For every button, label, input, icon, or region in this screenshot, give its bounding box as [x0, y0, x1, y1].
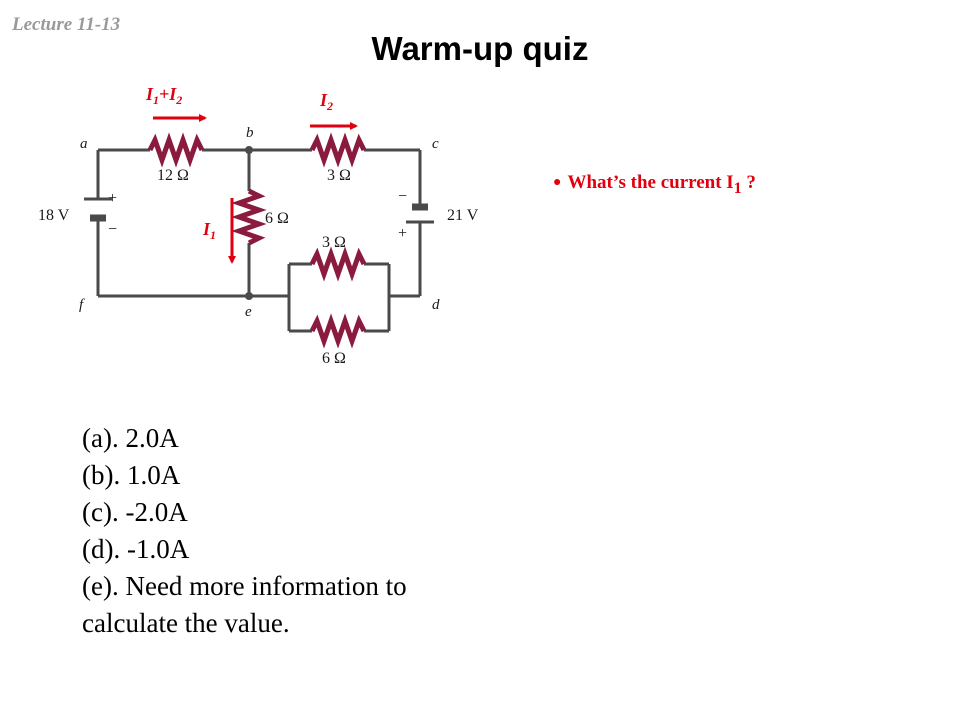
resistor-be: [231, 188, 267, 246]
resistor-ed-bottom: [309, 313, 367, 349]
current-label-ab: I1+I2: [145, 84, 182, 107]
choice-c[interactable]: (c). -2.0A: [82, 497, 188, 527]
node-label-d: d: [432, 297, 440, 313]
wires: [96, 148, 422, 333]
node-dot-b: [245, 146, 253, 154]
battery-left-plus: +: [108, 190, 117, 207]
resistor-be-label: 6 Ω: [265, 210, 289, 227]
battery-right: [406, 203, 434, 224]
choice-b[interactable]: (b). 1.0A: [82, 460, 181, 490]
current-label-be: I1: [202, 219, 216, 242]
node-label-c: c: [432, 136, 439, 152]
lecture-label: Lecture 11-13: [12, 14, 121, 35]
node-label-e: e: [245, 304, 252, 320]
question-bullet: ● What’s the current I1 ?: [553, 172, 756, 198]
battery-right-minus: −: [398, 188, 407, 205]
choice-d[interactable]: (d). -1.0A: [82, 534, 190, 564]
current-label-bc: I2: [319, 90, 333, 113]
choice-a[interactable]: (a). 2.0A: [82, 423, 179, 453]
slide-title: Warm-up quiz: [371, 30, 589, 67]
resistor-bc-label: 3 Ω: [327, 167, 351, 184]
question-suffix: ?: [741, 172, 756, 193]
battery-left: [84, 197, 112, 222]
resistor-ed-top-label: 3 Ω: [322, 234, 346, 251]
resistor-ed-top: [309, 246, 367, 282]
choice-e[interactable]: (e). Need more information to calculate …: [82, 571, 407, 638]
node-label-f: f: [79, 297, 85, 313]
battery-right-plus: +: [398, 225, 407, 242]
node-label-b: b: [246, 125, 254, 141]
resistor-ab-label: 12 Ω: [157, 167, 189, 184]
resistor-bc: [309, 132, 367, 168]
node-dot-e: [245, 292, 253, 300]
question-text: What’s the current I: [567, 172, 734, 193]
node-label-a: a: [80, 136, 88, 152]
battery-left-minus: −: [108, 221, 117, 238]
question-subscript: 1: [733, 179, 742, 197]
answer-choices: (a). 2.0A (b). 1.0A (c). -2.0A (d). -1.0…: [82, 420, 502, 642]
battery-right-label: 21 V: [447, 207, 479, 224]
resistor-ab: [147, 132, 205, 168]
bullet-dot-icon: ●: [553, 175, 562, 190]
resistor-ed-bottom-label: 6 Ω: [322, 350, 346, 367]
battery-left-label: 18 V: [38, 207, 70, 224]
